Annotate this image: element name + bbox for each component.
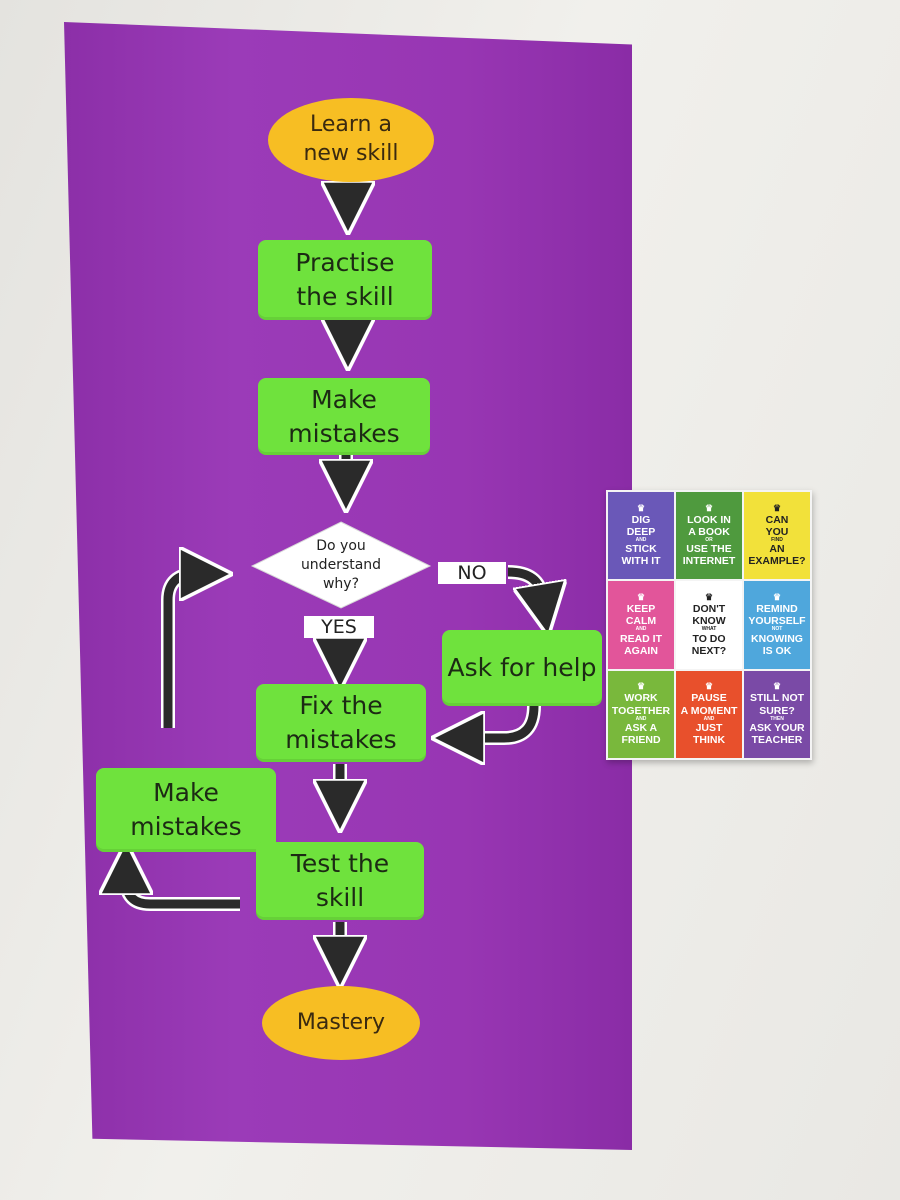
poster-tile-line: WITH IT	[621, 555, 661, 568]
poster-tile-line: INTERNET	[682, 555, 736, 568]
practise-node: Practise the skill	[258, 240, 432, 320]
yes-label: YES	[304, 616, 374, 638]
poster-tile-line: AND	[635, 536, 647, 543]
poster-tile-line: AND	[703, 715, 715, 722]
decision-diamond	[250, 521, 432, 609]
poster-tile-line: CALM	[625, 615, 657, 628]
poster-tile-line: DIG	[631, 513, 651, 526]
poster-tile-line: THEN	[770, 715, 784, 722]
poster-tile-line: DEEP	[626, 525, 656, 538]
poster-tile-line: IS OK	[762, 644, 792, 657]
crown-icon: ♛	[704, 502, 714, 513]
poster-tile-line: THINK	[692, 734, 726, 747]
poster-tile-line: READ IT	[620, 632, 662, 645]
poster-tile-line: YOURSELF	[748, 615, 806, 628]
poster-tile-line: ASK A	[624, 722, 658, 735]
poster-tile-line: FIND	[771, 536, 783, 543]
crown-icon: ♛	[636, 681, 646, 692]
poster-tile-line: TO DO	[692, 632, 726, 645]
crown-icon: ♛	[772, 681, 782, 692]
poster-tile-line: KNOW	[692, 615, 726, 628]
crown-icon: ♛	[704, 592, 714, 603]
crown-icon: ♛	[704, 681, 714, 692]
poster-tile-line: NOT	[771, 626, 783, 633]
no-label: NO	[438, 562, 506, 584]
poster-tile-line: AND	[635, 715, 647, 722]
arrow-help-to-fix	[458, 705, 539, 738]
poster-tile-line: TEACHER	[751, 734, 803, 747]
poster-tile-line: OR	[705, 536, 713, 543]
mastery-node: Mastery	[262, 986, 420, 1060]
poster-tile-line: STICK	[625, 543, 657, 556]
poster-tile-line: AND	[635, 626, 647, 633]
poster-tile-line: WHAT	[701, 626, 717, 633]
arrow-no-to-help	[507, 567, 544, 610]
poster-tile-line: TOGETHER	[611, 704, 671, 717]
poster-tile-line: REMIND	[756, 603, 798, 616]
poster-tile-line: KEEP	[626, 603, 656, 616]
poster-tile-line: AGAIN	[624, 644, 658, 657]
poster-tile-line: AN	[769, 543, 785, 556]
poster-tile-line: EXAMPLE?	[748, 555, 806, 568]
start-node: Learn a new skill	[268, 98, 434, 182]
poster-tile-line: DON'T	[692, 603, 726, 616]
arrow-loop-to-decision	[163, 574, 206, 728]
crown-icon: ♛	[636, 592, 646, 603]
poster-tile-line: FRIEND	[621, 734, 661, 747]
poster-tile-line: NEXT?	[691, 644, 727, 657]
fix-mistakes-node: Fix the mistakes	[256, 684, 426, 762]
decision-text: Do you understand why?	[300, 538, 382, 592]
poster-tile-line: A BOOK	[688, 525, 730, 538]
poster-tile-line: JUST	[695, 722, 723, 735]
poster-tile-line: LOOK IN	[687, 513, 731, 526]
poster-tile-line: PAUSE	[691, 692, 727, 705]
make-mistakes-loop-node: Make mistakes	[96, 768, 276, 852]
arrow-test-to-mistakes	[126, 868, 240, 909]
poster-tile-line: CAN	[765, 513, 789, 526]
poster-tile-line: USE THE	[686, 543, 732, 556]
make-mistakes-node: Make mistakes	[258, 378, 430, 455]
poster-tile-line: SURE?	[759, 704, 795, 717]
poster-tile-line: A MOMENT	[680, 704, 738, 717]
poster-tile-line: ASK YOUR	[749, 722, 805, 735]
crown-icon: ♛	[636, 502, 646, 513]
poster-tile-line: KNOWING	[751, 632, 803, 645]
poster-tile-line: WORK	[624, 692, 658, 705]
ask-for-help-node: Ask for help	[442, 630, 602, 706]
crown-icon: ♛	[772, 502, 782, 513]
crown-icon: ♛	[772, 592, 782, 603]
poster-tile-line: YOU	[765, 525, 789, 538]
poster-tile-line: STILL NOT	[749, 692, 805, 705]
test-skill-node: Test the skill	[256, 842, 424, 920]
